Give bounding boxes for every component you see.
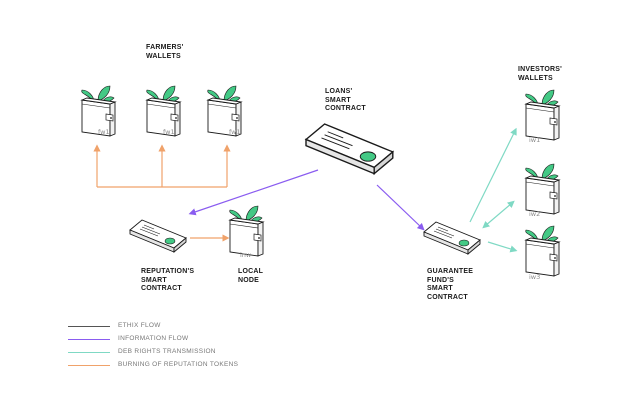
label-line: WALLETS [146,52,181,60]
investor-wallet-3 [525,225,560,277]
loans-contract-label: LOANS' SMART CONTRACT [325,88,366,114]
label-line: GUARANTEE [427,268,474,275]
wallet-icon [525,225,560,277]
legend-swatch [68,339,110,340]
investor-wallet-tag-3: iw3 [529,273,541,281]
debt-arrow-iw1 [469,127,517,223]
investor-wallet-2 [525,163,560,215]
farmer-wallet-tag-2: fw1 [163,128,175,136]
guarantee-contract-icon [423,221,481,255]
wallet-icon [525,89,560,141]
reputation-contract-label: REPUTATION'S SMART CONTRACT [141,268,194,294]
label-line: FARMERS' [146,44,184,51]
farmer-wallet-tag-1: fw1 [98,128,110,136]
investor-wallet-tag-1: iw1 [529,136,541,144]
investor-wallet-1 [525,89,560,141]
legend-swatch [68,352,110,353]
label-line: SMART [325,96,351,104]
label-line: REPUTATION'S [141,268,195,275]
legend-item-burning: BURNING OF REPUTATION TOKENS [68,361,328,371]
wallet-icon [525,163,560,215]
label-line: CONTRACT [325,105,366,112]
label-line: FUND'S [427,276,454,284]
legend-item-ethix: ETHIX FLOW [68,322,328,332]
local-node-wallet-tag: lnw [240,251,252,259]
legend-item-debt: DEB RIGHTS TRANSMISSION [68,348,328,358]
investors-wallets-label: INVESTORS' WALLETS [518,66,562,83]
info-arrow-to-reputation [188,169,319,216]
label-line: SMART [427,285,453,292]
investor-wallet-tag-2: iw2 [529,210,541,218]
legend-label: ETHIX FLOW [118,322,161,329]
legend-label: DEB RIGHTS TRANSMISSION [118,348,216,355]
farmers-wallets-label: FARMERS' WALLETS [146,44,184,61]
label-line: LOCAL [238,268,264,275]
label-line: INVESTORS' [518,66,562,73]
label-line: WALLETS [518,74,553,82]
legend-item-information: INFORMATION FLOW [68,335,328,345]
label-line: LOANS' [325,88,353,95]
label-line: SMART [141,276,167,284]
debt-arrow-iw2 [482,200,515,229]
local-node-wallet [229,205,264,257]
label-line: NODE [238,276,260,284]
legend-swatch [68,365,110,366]
info-arrow-to-guarantee [376,184,425,231]
debt-flow-lines [469,127,518,253]
burning-flow-lines [93,144,231,242]
label-line: CONTRACT [141,285,182,292]
legend-label: INFORMATION FLOW [118,335,189,342]
guarantee-contract-label: GUARANTEE FUND'S SMART CONTRACT [427,268,473,302]
debt-arrow-iw3 [487,241,518,253]
legend-swatch [68,326,110,327]
information-flow-lines [188,169,425,231]
wallet-icon [229,205,264,257]
loans-contract-icon [305,123,394,175]
local-node-label: LOCAL NODE [238,268,263,285]
reputation-contract-icon [129,219,187,253]
farmer-wallet-tag-3: fw1 [229,128,241,136]
legend-label: BURNING OF REPUTATION TOKENS [118,361,239,368]
label-line: CONTRACT [427,293,468,301]
